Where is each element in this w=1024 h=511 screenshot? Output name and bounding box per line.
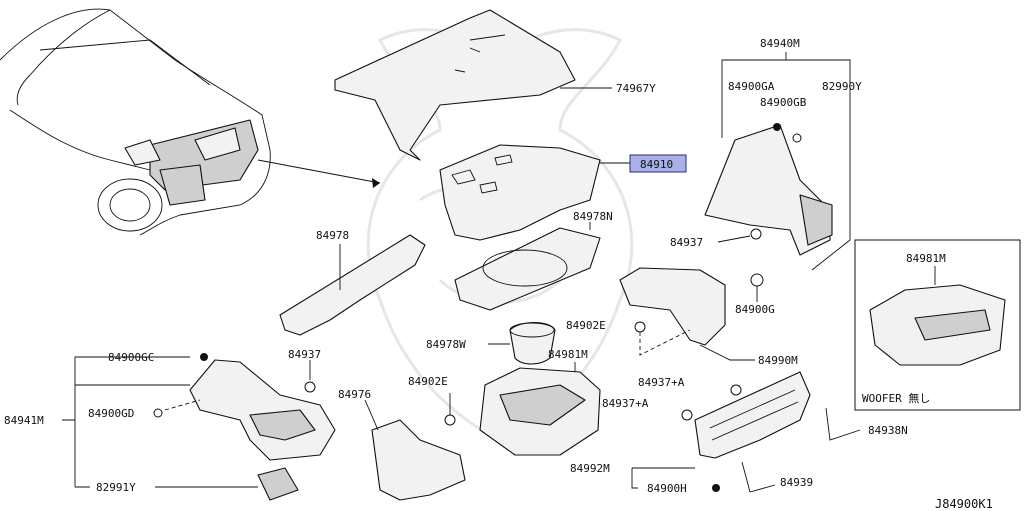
leader-84937-right xyxy=(717,235,751,243)
part-84910-trunk-mat xyxy=(439,144,601,241)
clip-84900ga xyxy=(773,123,781,131)
label-84902e-lower: 84902E xyxy=(408,375,448,388)
label-84978w: 84978W xyxy=(426,338,466,351)
label-84937a-lower: 84937+A xyxy=(602,397,649,410)
fastener-84937-left xyxy=(304,381,316,393)
highlight-84910 xyxy=(629,154,687,173)
clip-84900g xyxy=(750,273,764,287)
part-84992m-rear-trim xyxy=(694,371,811,459)
clip-84902e-lower xyxy=(444,414,456,426)
clip-84900h xyxy=(712,484,720,492)
inset-tub-inner xyxy=(914,309,991,341)
side-trim-panel xyxy=(799,194,833,246)
leader-84976 xyxy=(364,399,379,431)
part-74967y-floor-carpet xyxy=(334,9,576,161)
woofer-note: WOOFER 無し xyxy=(862,391,930,405)
dash-84900gd xyxy=(164,399,201,411)
clip-84900gd xyxy=(153,408,163,418)
label-84938n: 84938N xyxy=(868,424,908,437)
bracket-84941m xyxy=(62,356,190,488)
label-84900h: 84900H xyxy=(647,482,687,495)
dash-84902e-upper xyxy=(639,329,691,356)
label-84937a-upper: 84937+A xyxy=(638,376,685,389)
foam-top xyxy=(509,322,555,338)
diagram-code: J84900K1 xyxy=(935,497,993,511)
mat-detail xyxy=(451,154,513,194)
label-84940m: 84940M xyxy=(760,37,800,50)
left-bracket-inner xyxy=(249,409,316,441)
fastener-84937 xyxy=(750,228,762,240)
label-84941m: 84941M xyxy=(4,414,44,427)
label-84900gc: 84900GC xyxy=(108,351,154,364)
clip-84900gb xyxy=(792,133,802,143)
label-82990y: 82990Y xyxy=(822,80,862,93)
fastener-84937a-upper xyxy=(730,384,742,396)
part-84978n-spare-cover xyxy=(454,227,601,311)
bracket-84939 xyxy=(741,461,776,493)
label-74967y: 74967Y xyxy=(616,82,656,95)
label-84939: 84939 xyxy=(780,476,813,489)
label-84992m: 84992M xyxy=(570,462,610,475)
fastener-84937a-lower xyxy=(681,409,693,421)
label-84900ga: 84900GA xyxy=(728,80,775,93)
clip-84900gc xyxy=(200,353,208,361)
label-84981m-inset: 84981M xyxy=(906,252,946,265)
part-84976-bracket xyxy=(371,419,466,501)
part-84941m-left-bracket xyxy=(189,359,336,461)
arrowhead xyxy=(372,178,380,188)
label-84981m: 84981M xyxy=(548,348,588,361)
vehicle-illustration xyxy=(0,8,271,236)
label-84902e-upper: 84902E xyxy=(566,319,606,332)
label-84937-left: 84937 xyxy=(288,348,321,361)
part-82991y-pad xyxy=(257,467,299,501)
part-84978-trim-bar xyxy=(279,234,426,336)
bracket-84938n xyxy=(825,407,861,441)
label-82991y: 82991Y xyxy=(96,481,136,494)
bracket-84940m xyxy=(721,59,851,271)
label-84900g: 84900G xyxy=(735,303,775,316)
leader-84990m xyxy=(699,344,755,361)
rear-trim-ribs xyxy=(709,389,799,441)
leader-84992m xyxy=(631,467,695,489)
leader-car-to-trunk xyxy=(257,159,381,184)
label-84978n: 84978N xyxy=(573,210,613,223)
label-84900gb: 84900GB xyxy=(760,96,807,109)
label-84978: 84978 xyxy=(316,229,349,242)
label-84910: 84910 xyxy=(640,158,673,171)
tub-inner xyxy=(499,384,586,426)
part-84990m-side-panel xyxy=(619,267,726,346)
carpet-detail xyxy=(454,34,506,73)
label-84990m: 84990M xyxy=(758,354,798,367)
label-84937-right: 84937 xyxy=(670,236,703,249)
label-84976: 84976 xyxy=(338,388,371,401)
label-84900gd: 84900GD xyxy=(88,407,134,420)
spare-well-ring xyxy=(482,249,568,287)
clip-84902e-upper xyxy=(634,321,646,333)
